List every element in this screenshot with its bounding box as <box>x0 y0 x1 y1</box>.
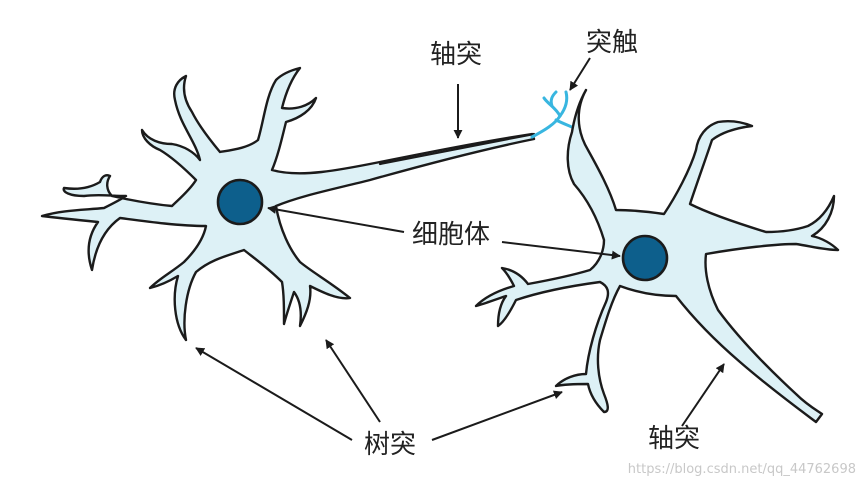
arrow-axon-bottom <box>681 363 725 427</box>
arrow-dendrite-3 <box>431 390 563 441</box>
label-dendrite: 树突 <box>364 430 417 460</box>
pointer-arrows <box>195 57 725 441</box>
watermark: https://blog.csdn.net/qq_44762698 <box>627 462 856 477</box>
arrow-synapse <box>569 57 591 91</box>
right-neuron <box>474 88 840 424</box>
label-axon-top: 轴突 <box>430 40 483 70</box>
label-soma: 细胞体 <box>412 220 491 250</box>
arrow-soma-left <box>267 204 405 233</box>
label-synapse: 突触 <box>586 28 639 58</box>
arrow-soma-right <box>501 241 621 260</box>
left-neuron-axon <box>378 132 536 166</box>
right-neuron-nucleus <box>621 234 669 282</box>
arrow-dendrite-2 <box>325 339 381 423</box>
left-neuron <box>40 66 576 342</box>
left-neuron-nucleus <box>216 178 264 226</box>
label-axon-bottom: 轴突 <box>648 424 701 454</box>
left-neuron-cell <box>40 66 536 342</box>
synapse-terminal <box>530 90 576 139</box>
arrow-dendrite-1 <box>195 347 353 441</box>
